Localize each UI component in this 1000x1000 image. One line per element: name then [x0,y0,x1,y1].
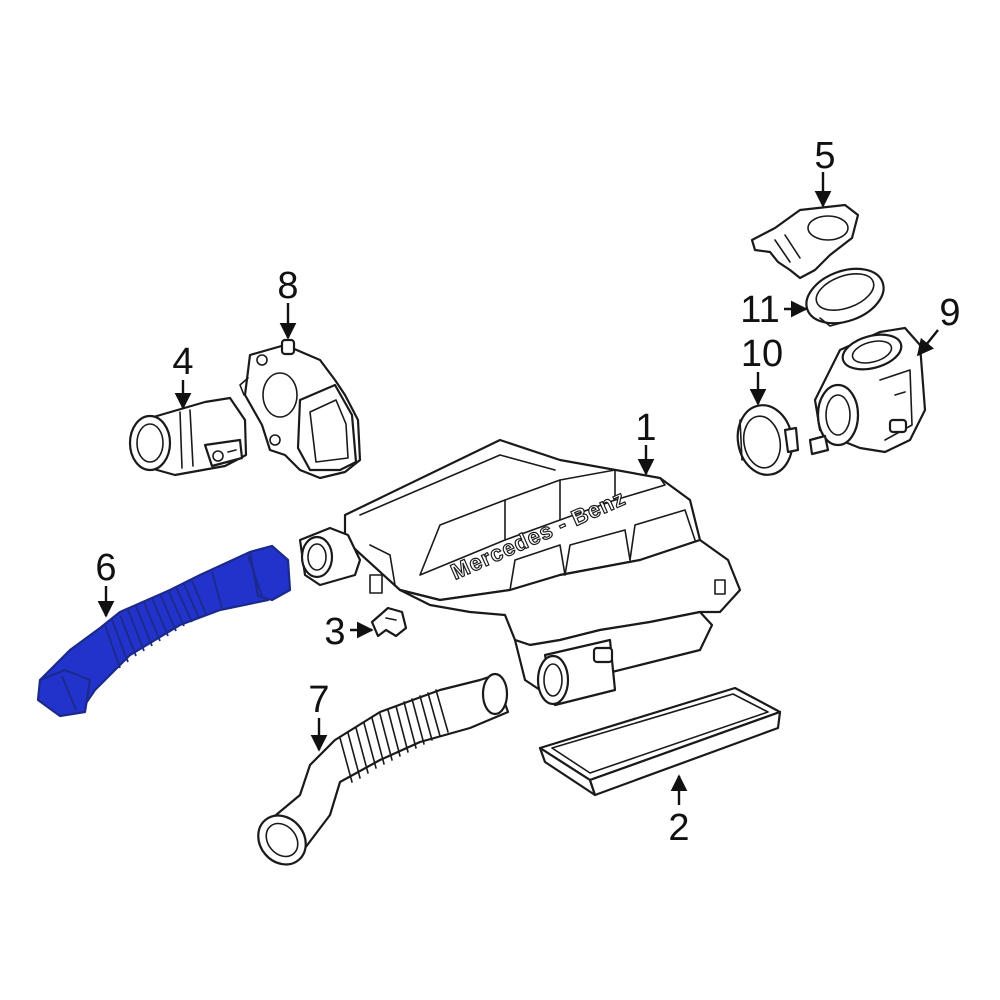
callout-8[interactable]: 8 [277,265,298,307]
callout-2[interactable]: 2 [668,807,689,849]
hose-clamp[interactable] [732,401,800,479]
callout-3[interactable]: 3 [324,611,345,653]
callout-4[interactable]: 4 [172,341,193,383]
callout-11[interactable]: 11 [740,289,779,331]
air-filter-element[interactable] [538,686,782,797]
air-duct-hose-ribs [339,689,449,783]
callout-5[interactable]: 5 [814,135,835,177]
mass-air-flow-sensor[interactable] [128,396,248,477]
callout-1[interactable]: 1 [635,407,656,449]
mounting-bracket[interactable] [750,203,860,280]
air-intake-duct[interactable] [808,326,927,456]
seal-ring[interactable] [799,259,891,333]
callout-10[interactable]: 10 [741,333,783,375]
callout-lines [97,172,939,805]
callout-labels: 1 2 3 4 5 6 7 8 9 10 11 [95,135,960,849]
throttle-body[interactable] [239,338,362,480]
callout-9[interactable]: 9 [939,292,960,334]
intake-hose-inlet-end [36,668,92,718]
intake-hose-ribs [61,555,263,711]
callout-7[interactable]: 7 [308,679,329,721]
intake-hose-cuff-end [248,544,292,602]
intake-hose-highlighted[interactable] [36,544,292,718]
retaining-clip[interactable] [370,606,408,638]
leader-9 [916,329,939,357]
air-duct-hose[interactable] [248,672,510,874]
callout-6[interactable]: 6 [95,547,116,589]
air-cleaner-housing[interactable]: Mercedes - Benz [298,438,742,707]
